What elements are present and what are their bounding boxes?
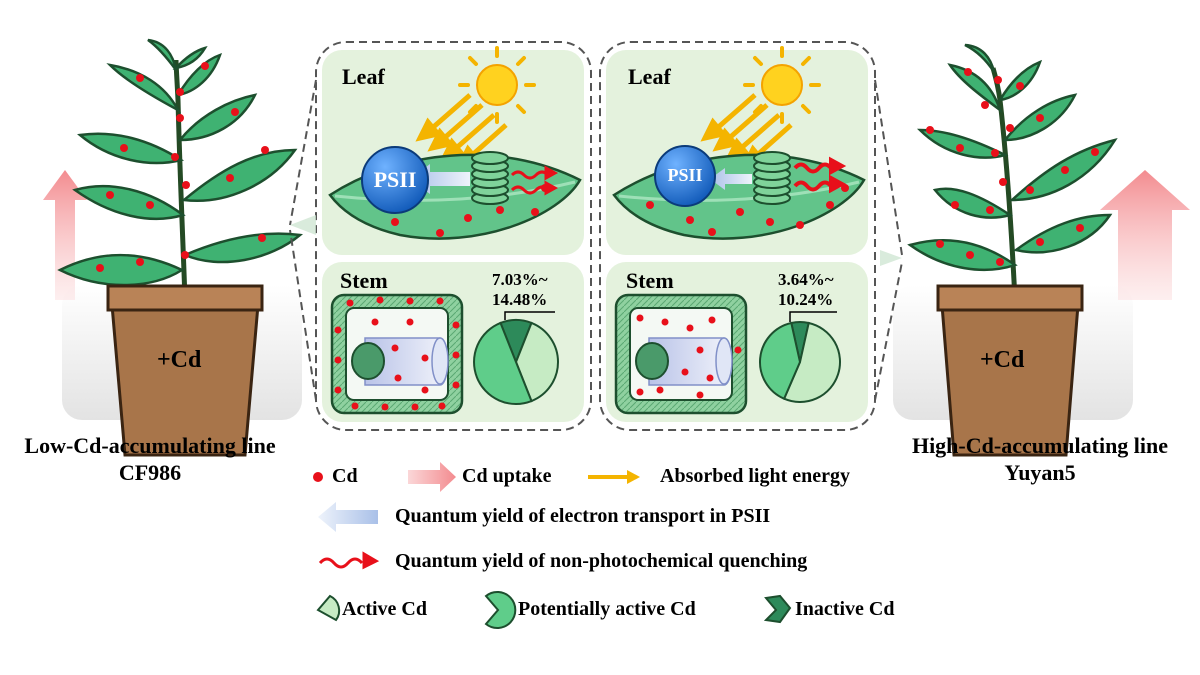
left-pot-label: +Cd bbox=[157, 347, 202, 373]
legend-quantum-electron-label: Quantum yield of electron transport in P… bbox=[395, 505, 771, 527]
left-pie-chart bbox=[473, 319, 559, 405]
right-pie-active-slice bbox=[782, 321, 841, 403]
left-line-label: Low-Cd-accumulating line CF986 bbox=[0, 432, 310, 486]
right-pie-chart bbox=[759, 321, 841, 403]
left-sun-icon bbox=[458, 46, 536, 124]
left-stem-cell bbox=[330, 293, 464, 415]
left-line-name: Low-Cd-accumulating line bbox=[24, 433, 276, 458]
left-line-code: CF986 bbox=[118, 460, 182, 485]
right-panel bbox=[599, 41, 903, 431]
right-stem-cell bbox=[614, 293, 748, 415]
left-panel bbox=[289, 41, 592, 431]
legend-quantum-npq-label: Quantum yield of non-photochemical quenc… bbox=[395, 550, 808, 572]
left-psii-circle bbox=[361, 146, 429, 214]
right-stem-title: Stem bbox=[626, 268, 674, 293]
legend-inactive-cd-label: Inactive Cd bbox=[795, 598, 895, 620]
right-pie-potentially-active-slice bbox=[759, 321, 802, 401]
legend-electron-arrow-icon bbox=[318, 502, 378, 532]
legend-potentially-active-cd-icon bbox=[484, 591, 517, 629]
left-psii-label: PSII bbox=[373, 167, 417, 192]
right-psii-circle bbox=[654, 145, 716, 207]
left-light-arrows bbox=[415, 93, 508, 169]
left-percentage: 7.03%~ 14.48% bbox=[492, 270, 548, 310]
left-plant bbox=[43, 38, 304, 457]
right-electron-arrow bbox=[710, 168, 752, 190]
left-grana-icon bbox=[471, 151, 509, 205]
left-pie-potentially-active-slice bbox=[473, 321, 533, 405]
right-uptake-arrow bbox=[1100, 170, 1190, 300]
right-leaf-title: Leaf bbox=[628, 64, 671, 89]
left-pie-active-slice bbox=[514, 321, 559, 403]
left-stem-title: Stem bbox=[340, 268, 388, 293]
left-npq-arrows bbox=[510, 165, 559, 196]
right-pct-line2: 10.24% bbox=[778, 290, 834, 309]
legend-absorbed-light-label: Absorbed light energy bbox=[660, 465, 850, 487]
right-sun-icon bbox=[743, 46, 821, 124]
right-pct-line1: 3.64%~ bbox=[778, 270, 834, 289]
right-pot-rim bbox=[936, 284, 1084, 312]
right-percentage: 3.64%~ 10.24% bbox=[778, 270, 834, 310]
legend-uptake-arrow-icon bbox=[408, 462, 456, 492]
left-leaf-title: Leaf bbox=[342, 64, 385, 89]
legend-cd-uptake-label: Cd uptake bbox=[462, 465, 552, 487]
right-psii-label: PSII bbox=[667, 165, 703, 185]
legend-cd-dot-icon bbox=[313, 472, 323, 482]
legend-npq-arrow-icon bbox=[318, 551, 380, 570]
legend-active-cd-label: Active Cd bbox=[342, 598, 427, 620]
left-pct-line1: 7.03%~ bbox=[492, 270, 548, 289]
legend-cd-label: Cd bbox=[332, 465, 358, 487]
right-plant bbox=[893, 43, 1190, 457]
legend-inactive-cd-icon bbox=[763, 594, 792, 624]
legend-icons bbox=[313, 462, 792, 629]
legend-light-arrow-icon bbox=[588, 470, 640, 484]
right-npq-arrows bbox=[793, 156, 847, 194]
right-line-name: High-Cd-accumulating line bbox=[911, 433, 1169, 458]
right-line-label: High-Cd-accumulating line Yuyan5 bbox=[880, 432, 1200, 486]
right-line-code: Yuyan5 bbox=[1004, 460, 1076, 485]
left-uptake-arrow bbox=[43, 170, 87, 300]
right-pot-label: +Cd bbox=[980, 347, 1025, 373]
left-pot-rim bbox=[106, 284, 264, 312]
right-grana-icon bbox=[753, 151, 791, 205]
legend-potentially-active-cd-label: Potentially active Cd bbox=[518, 598, 696, 620]
legend-active-cd-icon bbox=[316, 594, 341, 622]
left-pct-line2: 14.48% bbox=[492, 290, 548, 309]
